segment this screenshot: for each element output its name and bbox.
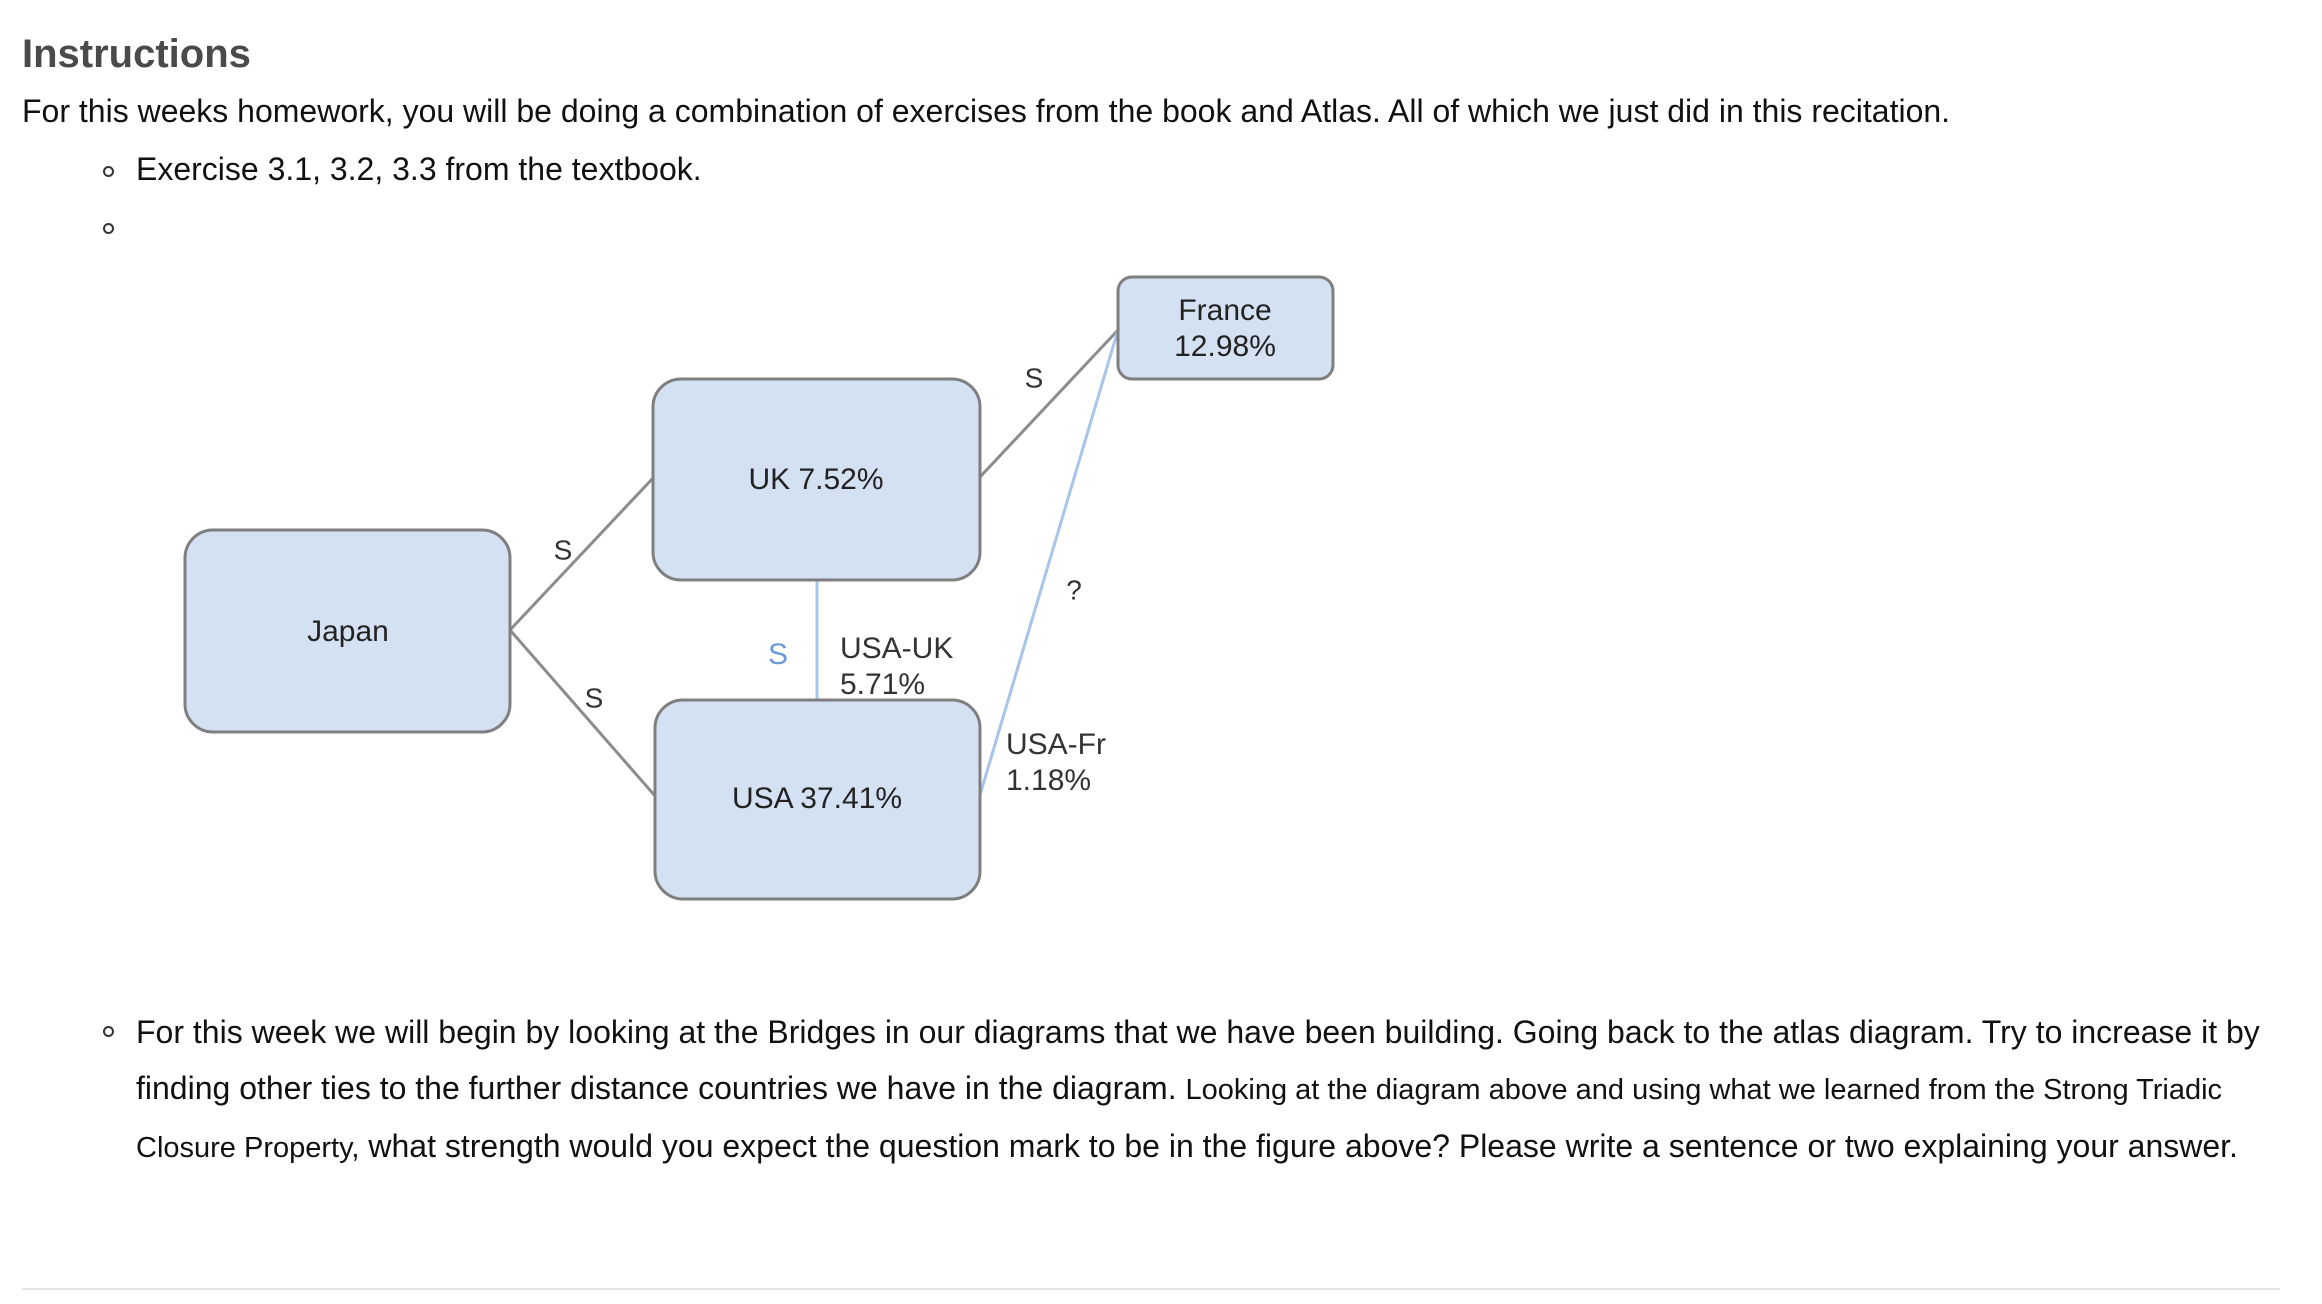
intro-text: For this weeks homework, you will be doi… xyxy=(22,93,1951,129)
edge-uk-usa-label: S xyxy=(768,638,788,671)
node-japan xyxy=(183,528,512,734)
node-uk xyxy=(651,377,982,582)
bridges-question-part1: For this week we will begin by looking a… xyxy=(136,1014,2260,1106)
bridges-question-part2: Looking at the diagram above and using w… xyxy=(136,1074,2223,1164)
node-france xyxy=(1116,275,1335,381)
edge-uk-france xyxy=(978,328,1120,479)
edge-japan-usa xyxy=(508,629,658,798)
node-uk-label: UK 7.52% xyxy=(748,463,883,496)
bridges-question-part3: what strength would you expect the quest… xyxy=(359,1128,2238,1164)
list-bullet-3 xyxy=(103,1026,114,1037)
edge-usa-france-question: ? xyxy=(1066,574,1082,605)
list-item-exercises: Exercise 3.1, 3.2, 3.3 from the textbook… xyxy=(136,151,702,187)
list-bullet-2 xyxy=(103,223,114,234)
page-heading: Instructions xyxy=(22,32,251,76)
edge-uk-france-label: S xyxy=(1025,362,1044,393)
node-usa xyxy=(653,698,982,901)
node-usa-label: USA 37.41% xyxy=(732,782,902,815)
edge-usa-france-value: 1.18% xyxy=(1006,764,1091,797)
edge-japan-uk xyxy=(508,475,656,632)
edge-usa-france-name: USA-Fr xyxy=(1006,728,1106,761)
node-france-name: France xyxy=(1178,294,1271,327)
node-france-value: 12.98% xyxy=(1174,330,1276,363)
node-japan-label: Japan xyxy=(307,615,389,648)
edge-uk-usa-value: 5.71% xyxy=(840,668,925,701)
edge-uk-usa-name: USA-UK xyxy=(840,632,953,665)
list-bullet-1 xyxy=(103,166,114,177)
edge-usa-france xyxy=(978,329,1120,796)
edge-japan-uk-label: S xyxy=(554,534,573,565)
section-divider xyxy=(22,1288,2280,1290)
list-item-bridges-question: For this week we will begin by looking a… xyxy=(136,1004,2296,1176)
edge-japan-usa-label: S xyxy=(585,682,604,713)
